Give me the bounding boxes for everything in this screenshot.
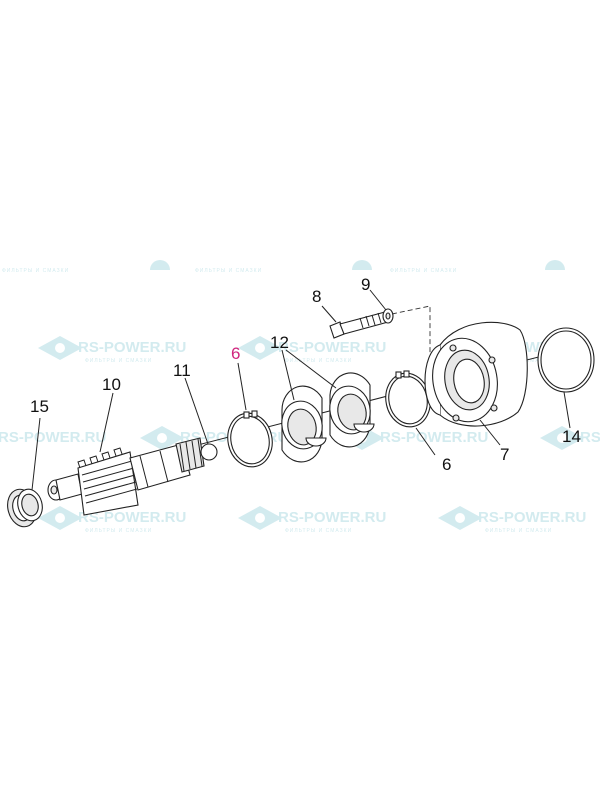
callout-15: 15 [30, 397, 49, 416]
watermark-brand: RS-POWER.RU [0, 429, 106, 446]
part-8-bolt [329, 311, 389, 339]
watermark-logo-icon [238, 336, 282, 360]
callout-7: 7 [500, 445, 509, 464]
part-6-snap-ring-right [385, 370, 431, 428]
callout-14: 14 [562, 427, 581, 446]
watermark-tagline: ФИЛЬТРЫ И СМАЗКИ [390, 268, 457, 274]
callout-12: 12 [270, 333, 289, 352]
part-9-washer [382, 308, 394, 324]
leader-lines [31, 289, 571, 491]
watermark-brand: RS-POWER.RU [78, 339, 186, 356]
watermark-logo-icon [38, 506, 82, 530]
watermark-brand: RS-POWER.RU [278, 339, 386, 356]
watermark-logo-icon [352, 260, 372, 270]
watermark-tagline: ФИЛЬТРЫ И СМАЗКИ [485, 528, 552, 534]
watermark-logo-icon [540, 426, 584, 450]
watermark-tagline: ФИЛЬТРЫ И СМАЗКИ [285, 528, 352, 534]
watermark-tagline: ФИЛЬТРЫ И СМАЗКИ [85, 528, 152, 534]
watermark-logo-icon [38, 336, 82, 360]
watermark-brand: RS-POWER.RU [478, 509, 586, 526]
watermark-brand: RS-POWER.RU [78, 509, 186, 526]
watermark-brand: RS-POWER.RU [278, 509, 386, 526]
watermark-tagline: ФИЛЬТРЫ И СМАЗКИ [285, 358, 352, 364]
watermark-tagline: ФИЛЬТРЫ И СМАЗКИ [195, 268, 262, 274]
callout-6-left: 6 [231, 344, 240, 363]
part-7-housing [424, 321, 528, 427]
callout-9: 9 [361, 275, 370, 294]
watermark-logo-icon [238, 506, 282, 530]
watermark-logo-icon [438, 506, 482, 530]
part-15-seal [7, 488, 43, 528]
watermark-logo-icon [140, 426, 184, 450]
watermark-brand: RS-POWER.RU [580, 429, 600, 446]
bolt-alignment-line [391, 305, 431, 370]
part-6-snap-ring-left [227, 410, 273, 468]
watermark-tagline: ФИЛЬТРЫ И СМАЗКИ [85, 358, 152, 364]
part-11-ball [200, 443, 218, 461]
callout-8: 8 [312, 287, 321, 306]
callout-11: 11 [173, 361, 191, 380]
watermark-logo-icon [545, 260, 565, 270]
callout-6-right: 6 [442, 455, 451, 474]
part-12-bushing-left [281, 385, 327, 463]
part-12-bushing-right [329, 372, 375, 448]
part-14-o-ring [537, 327, 595, 393]
watermark-tagline: ФИЛЬТРЫ И СМАЗКИ [2, 268, 69, 274]
watermark-brand: RS-POWER.RU [380, 429, 488, 446]
part-10-shaft [47, 437, 205, 516]
callout-10: 10 [102, 375, 121, 394]
watermark-logo-icon [150, 260, 170, 270]
